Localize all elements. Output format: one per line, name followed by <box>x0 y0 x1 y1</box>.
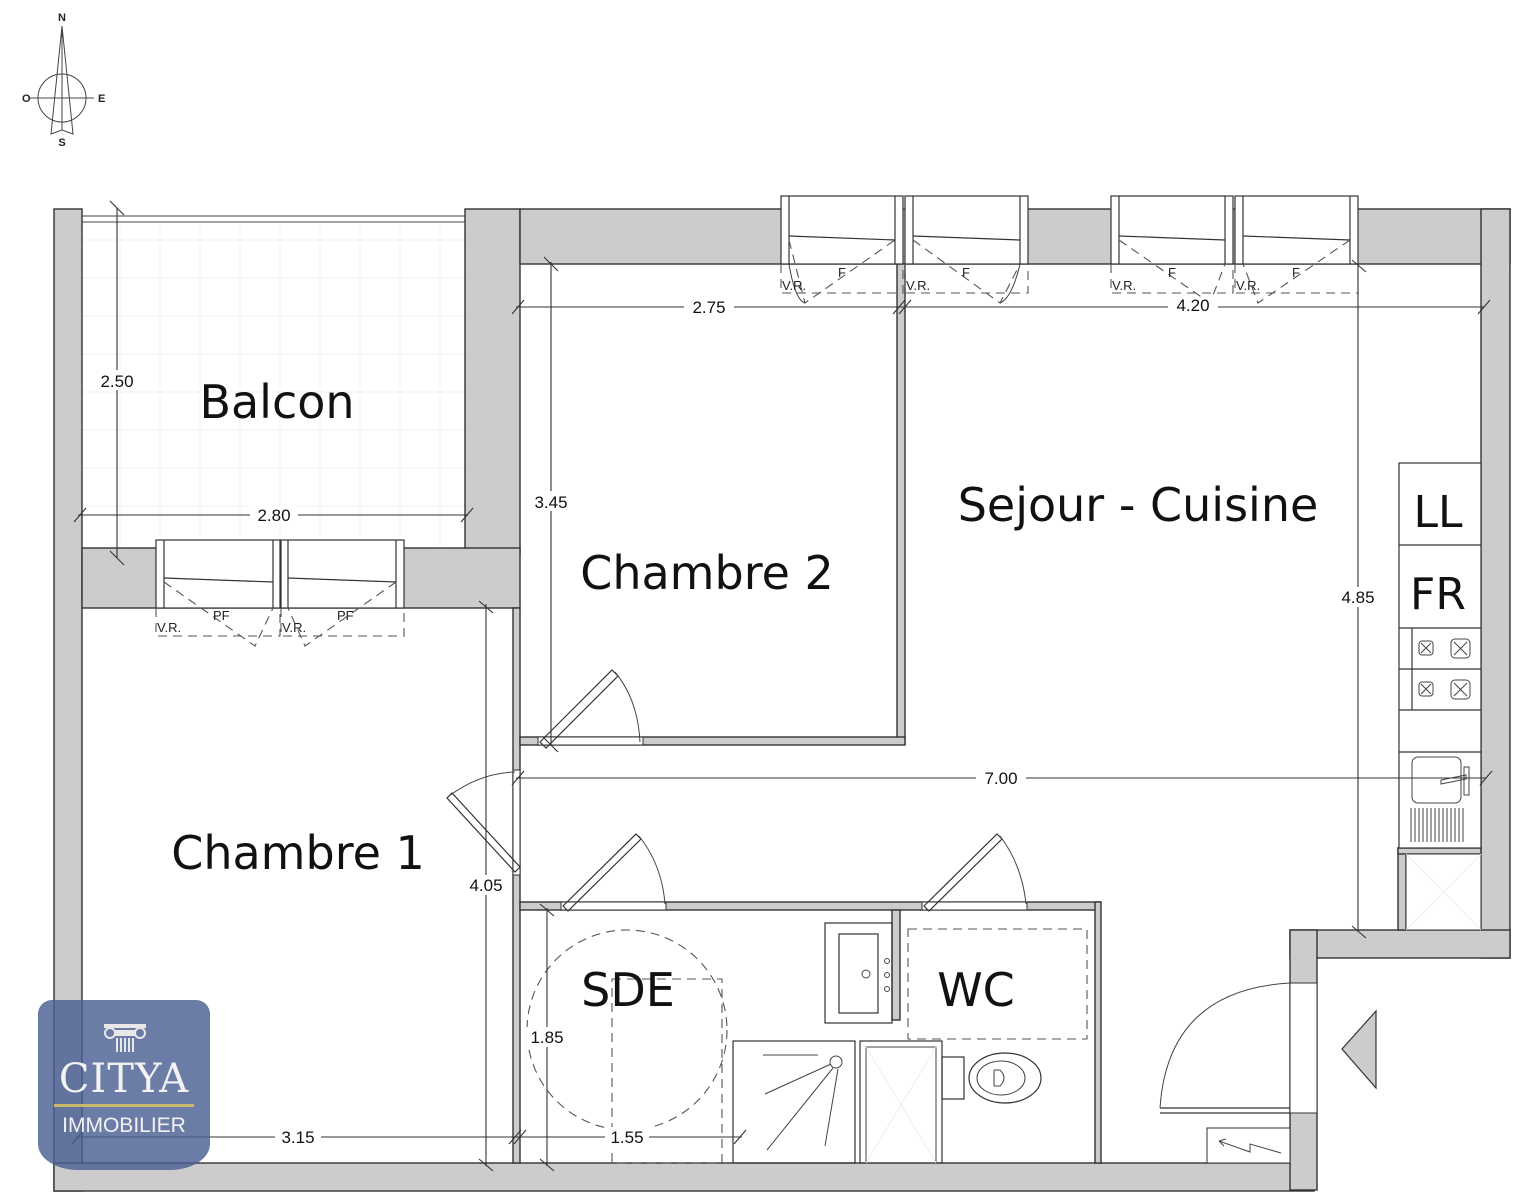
dim-chambre1-depth: 4.05 <box>469 876 502 895</box>
dim-sde-depth: 1.85 <box>530 1028 563 1047</box>
cooktop-icon <box>1418 638 1471 700</box>
dimension-labels: 2.50 2.80 2.75 4.20 3.45 4.85 7.00 4.05 … <box>96 296 1379 1147</box>
room-label-chambre-2: Chambre 2 <box>580 546 834 600</box>
compass-east-label: E <box>98 93 105 105</box>
wc-fixtures <box>907 928 1088 1104</box>
door-wc <box>921 833 1028 912</box>
interior-walls <box>512 263 1482 1164</box>
shutter-label: V.R. <box>1236 278 1260 293</box>
window-label: F <box>1292 265 1300 280</box>
room-label-sde: SDE <box>581 963 675 1017</box>
compass-west-label: O <box>22 93 31 105</box>
logo-name: CITYA <box>58 1056 190 1102</box>
balcony-tiles <box>82 215 465 548</box>
door-chambre-2 <box>537 669 644 749</box>
dim-sejour-width: 4.20 <box>1176 296 1209 315</box>
french-door-1: V.R. PF <box>155 539 281 647</box>
window-2: V.R. F <box>904 195 1029 304</box>
cupboard <box>1405 853 1482 931</box>
french-door-label: PF <box>337 608 354 623</box>
kitchen-fr-label: FR <box>1410 569 1466 620</box>
sink-icon <box>1410 756 1470 842</box>
dim-chambre1-width: 3.15 <box>281 1128 314 1147</box>
dim-chambre2-width: 2.75 <box>692 298 725 317</box>
column-capital-icon <box>104 1024 146 1052</box>
room-label-wc: WC <box>937 963 1015 1017</box>
dim-sde-width: 1.55 <box>610 1128 643 1147</box>
window-label: F <box>1168 265 1176 280</box>
window-3: V.R. F <box>1110 195 1234 304</box>
dim-balcon-width: 2.80 <box>257 506 290 525</box>
shutter-label: V.R. <box>282 620 306 635</box>
logo-background <box>38 1000 210 1170</box>
french-door-group: V.R. PF V.R. PF <box>155 539 405 647</box>
citya-logo: CITYA IMMOBILIER <box>38 1000 210 1170</box>
window-label: F <box>962 265 970 280</box>
shutter-label: V.R. <box>782 278 806 293</box>
room-label-balcon: Balcon <box>199 375 354 429</box>
window-1: V.R. F <box>780 195 904 304</box>
compass-rose-icon: N S E O <box>22 12 105 149</box>
french-door-label: PF <box>213 608 230 623</box>
logo-subtitle: IMMOBILIER <box>62 1114 186 1137</box>
entry-door <box>1159 982 1318 1114</box>
compass-south-label: S <box>58 137 65 149</box>
french-door-2: V.R. PF <box>280 539 405 647</box>
shutter-label: V.R. <box>1112 278 1136 293</box>
kitchen-counter <box>1398 462 1482 849</box>
room-labels: Balcon Chambre 2 Sejour - Cuisine Chambr… <box>171 375 1318 1017</box>
door-chambre-1 <box>446 769 521 876</box>
dim-sejour-depth: 4.85 <box>1341 588 1374 607</box>
room-label-sejour-cuisine: Sejour - Cuisine <box>958 478 1319 532</box>
dim-balcon-depth: 2.50 <box>100 372 133 391</box>
shutter-label: V.R. <box>906 278 930 293</box>
compass-north-label: N <box>58 12 66 24</box>
entry-arrow-icon <box>1341 1009 1377 1090</box>
room-label-chambre-1: Chambre 1 <box>171 826 425 880</box>
window-4: V.R. F <box>1234 195 1359 304</box>
kitchen-ll-label: LL <box>1413 487 1463 538</box>
dim-chambre2-depth: 3.45 <box>534 493 567 512</box>
window-group-top: V.R. F V.R. F V.R. F V <box>780 195 1359 304</box>
electric-panel-icon <box>1206 1127 1291 1164</box>
window-label: F <box>838 265 846 280</box>
logo-divider <box>54 1104 194 1107</box>
dim-overall-width: 7.00 <box>984 769 1017 788</box>
shutter-label: V.R. <box>157 620 181 635</box>
door-sde <box>560 833 667 912</box>
sde-fixtures <box>526 922 943 1164</box>
